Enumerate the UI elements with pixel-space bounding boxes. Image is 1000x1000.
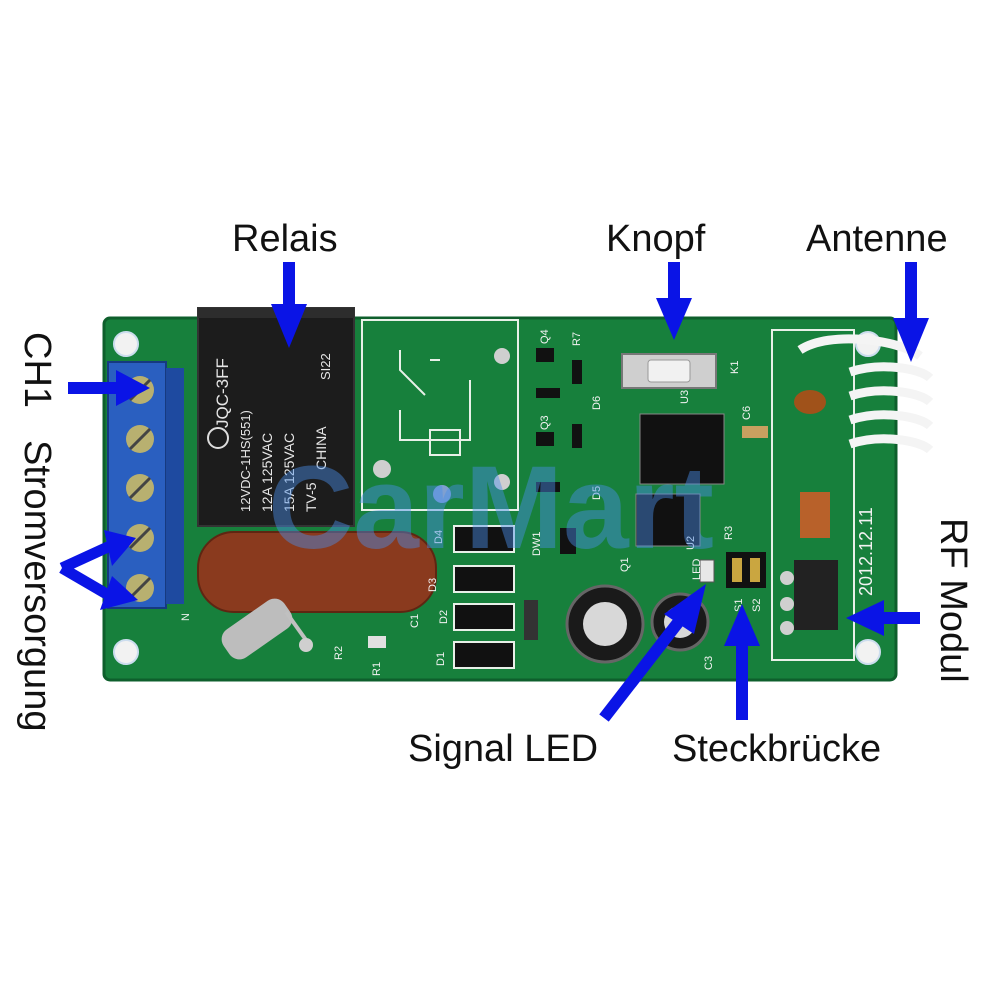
mounting-hole bbox=[113, 331, 139, 357]
mounting-hole bbox=[113, 639, 139, 665]
relay-model: JQC-3FF bbox=[213, 358, 232, 428]
pcb-label-q3: Q3 bbox=[539, 415, 551, 430]
pcb-label-q1: Q1 bbox=[619, 557, 631, 572]
electrolytic-capacitor bbox=[565, 584, 645, 664]
pcb-label-d5: D5 bbox=[591, 486, 603, 500]
signal-led bbox=[699, 559, 715, 583]
ic-chip bbox=[635, 493, 701, 547]
arrow-signal-led bbox=[599, 584, 706, 722]
relay-rating-5: CHINA bbox=[313, 426, 329, 470]
terminal-screw bbox=[126, 474, 154, 502]
label-steckbruecke: Steckbrücke bbox=[672, 728, 882, 770]
pcb-label-r3: R3 bbox=[723, 526, 735, 540]
pcb-label-r7: R7 bbox=[571, 332, 583, 346]
rf-module bbox=[780, 390, 838, 635]
label-stromversorgung: Stromversorgung bbox=[16, 440, 58, 732]
power-resistor bbox=[221, 598, 313, 660]
pcb-label-c6: C6 bbox=[741, 406, 753, 420]
label-rf-modul: RF Modul bbox=[932, 518, 974, 683]
pcb-label-s2: S2 bbox=[751, 599, 763, 612]
diode-array bbox=[453, 525, 515, 669]
pcb-label-q4: Q4 bbox=[539, 329, 551, 344]
pcb-label-d2: D2 bbox=[438, 610, 450, 624]
arrow-ch1 bbox=[68, 370, 150, 406]
pcb-label-r1: R1 bbox=[371, 662, 383, 676]
jumper-header bbox=[726, 552, 766, 588]
watermark-text: CarMart bbox=[268, 442, 714, 574]
relay-rating-1: 12VDC-1HS(551) bbox=[238, 410, 253, 512]
terminal-screw bbox=[126, 574, 154, 602]
terminal-screw bbox=[126, 425, 154, 453]
arrow-antenne bbox=[893, 262, 929, 362]
pcb-label-c3: C3 bbox=[703, 656, 715, 670]
terminal-block bbox=[107, 361, 184, 609]
pcb-label-d4: D4 bbox=[433, 530, 445, 544]
pcb-label-dw1: DW1 bbox=[531, 532, 543, 556]
pcb-label-d3: D3 bbox=[427, 578, 439, 592]
relay-rating-4: TV-5 bbox=[303, 482, 319, 512]
label-relais: Relais bbox=[232, 218, 338, 260]
pcb-label-u3: U3 bbox=[679, 390, 691, 404]
film-capacitor bbox=[197, 531, 437, 613]
pcb-label-r2: R2 bbox=[333, 646, 345, 660]
label-antenne: Antenne bbox=[806, 218, 948, 260]
arrow-rf-modul bbox=[846, 600, 920, 636]
label-knopf: Knopf bbox=[606, 218, 706, 260]
label-ch1: CH1 bbox=[16, 332, 58, 409]
hf-logo-icon bbox=[207, 427, 229, 449]
relay-rating-3: 15A 125VAC bbox=[281, 433, 297, 512]
arrow-relais bbox=[271, 262, 307, 348]
pcb-date: 2012.12.11 bbox=[856, 507, 876, 596]
pcb-label-d1: D1 bbox=[435, 652, 447, 666]
label-signal-led: Signal LED bbox=[408, 728, 599, 770]
pcb-label-u2: U2 bbox=[685, 536, 697, 550]
relay-cert: SI22 bbox=[318, 353, 333, 380]
pcb-label-n: N bbox=[180, 613, 192, 621]
pcb-label-k1: K1 bbox=[729, 361, 741, 374]
relay-rating-2: 12A 125VAC bbox=[259, 433, 275, 512]
pcb-label-d6: D6 bbox=[591, 396, 603, 410]
tact-button bbox=[621, 353, 717, 389]
arrow-steckbruecke bbox=[724, 604, 760, 720]
arrow-knopf bbox=[656, 262, 692, 340]
mounting-hole bbox=[855, 639, 881, 665]
terminal-screw bbox=[126, 524, 154, 552]
arrow-stromversorgung bbox=[59, 530, 138, 610]
pcb-label-c1: C1 bbox=[409, 614, 421, 628]
smd-components bbox=[368, 348, 768, 648]
pcb-label-led: LED bbox=[691, 559, 703, 580]
ic-chip bbox=[639, 413, 725, 485]
